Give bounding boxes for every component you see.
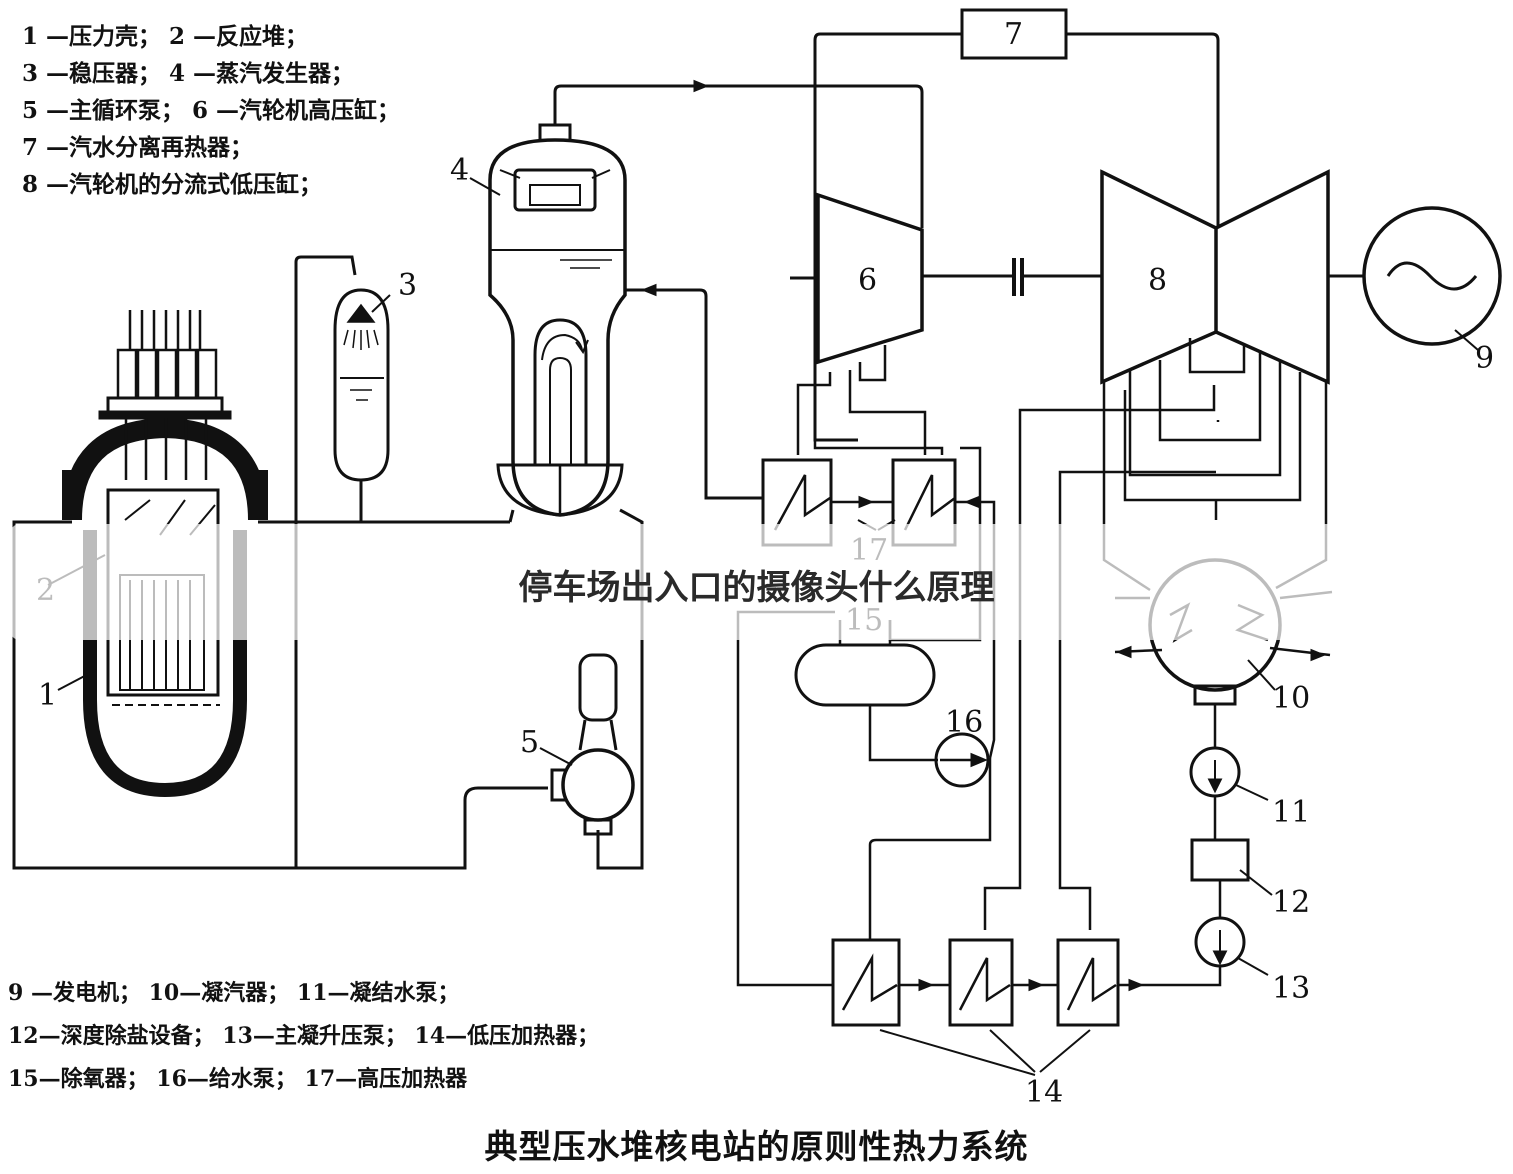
label-16: 16 (945, 705, 983, 740)
label-8: 8 (1148, 263, 1167, 298)
legend-line: 12—深度除盐设备； 13—主凝升压泵； 14—低压加热器； (8, 1023, 600, 1049)
condensate-train (1118, 704, 1273, 987)
moisture-separator-reheater (813, 8, 1220, 442)
lp-turbine (1100, 169, 1365, 385)
label-4: 4 (450, 153, 469, 188)
legend-line: 8 —汽轮机的分流式低压缸； (22, 171, 323, 198)
label-6: 6 (858, 263, 877, 298)
label-13: 13 (1272, 971, 1310, 1006)
generator (1362, 206, 1502, 351)
label-1: 1 (38, 678, 57, 713)
diagram-caption: 典型压水堆核电站的原则性热力系统 (484, 1127, 1029, 1166)
legend-line: 1 —压力壳； 2 —反应堆； (22, 23, 309, 50)
legend-line: 5 —主循环泵； 6 —汽轮机高压缸； (22, 97, 401, 124)
label-5: 5 (520, 725, 539, 760)
overlay-title: 停车场出入口的摄像头什么原理 (518, 568, 995, 608)
demineralizer (1190, 838, 1250, 882)
legend-line: 15—除氧器； 16—给水泵； 17—高压加热器 (8, 1066, 468, 1092)
label-3: 3 (398, 268, 417, 303)
label-12: 12 (1272, 885, 1310, 920)
overlay-band (10, 524, 1503, 640)
feedwater-pump (934, 732, 990, 788)
steam-generator (488, 123, 627, 517)
pressurizer (333, 288, 390, 482)
main-coolant-pump (550, 653, 635, 836)
hp-turbine (790, 192, 924, 365)
label-11: 11 (1272, 795, 1310, 830)
legend-line: 7 —汽水分离再热器； (22, 134, 254, 161)
control-rod-drives (116, 310, 218, 480)
shaft-coupling (922, 258, 1102, 296)
label-7: 7 (1004, 17, 1023, 52)
label-10: 10 (1272, 681, 1310, 716)
legend-line: 9 —发电机； 10—凝汽器； 11—凝结水泵； (8, 980, 460, 1006)
lp-heaters (736, 610, 1145, 1076)
main-steam-line (553, 79, 924, 500)
legend-top: 1 —压力壳； 2 —反应堆； 3 —稳压器； 4 —蒸汽发生器； 5 —主循环… (22, 18, 400, 203)
legend-line: 3 —稳压器； 4 —蒸汽发生器； (22, 60, 355, 87)
label-9: 9 (1475, 341, 1494, 376)
primary-loop-piping (12, 255, 644, 870)
legend-bottom: 9 —发电机； 10—凝汽器； 11—凝结水泵； 12—深度除盐设备； 13—主… (8, 972, 599, 1101)
label-14: 14 (1025, 1075, 1063, 1110)
